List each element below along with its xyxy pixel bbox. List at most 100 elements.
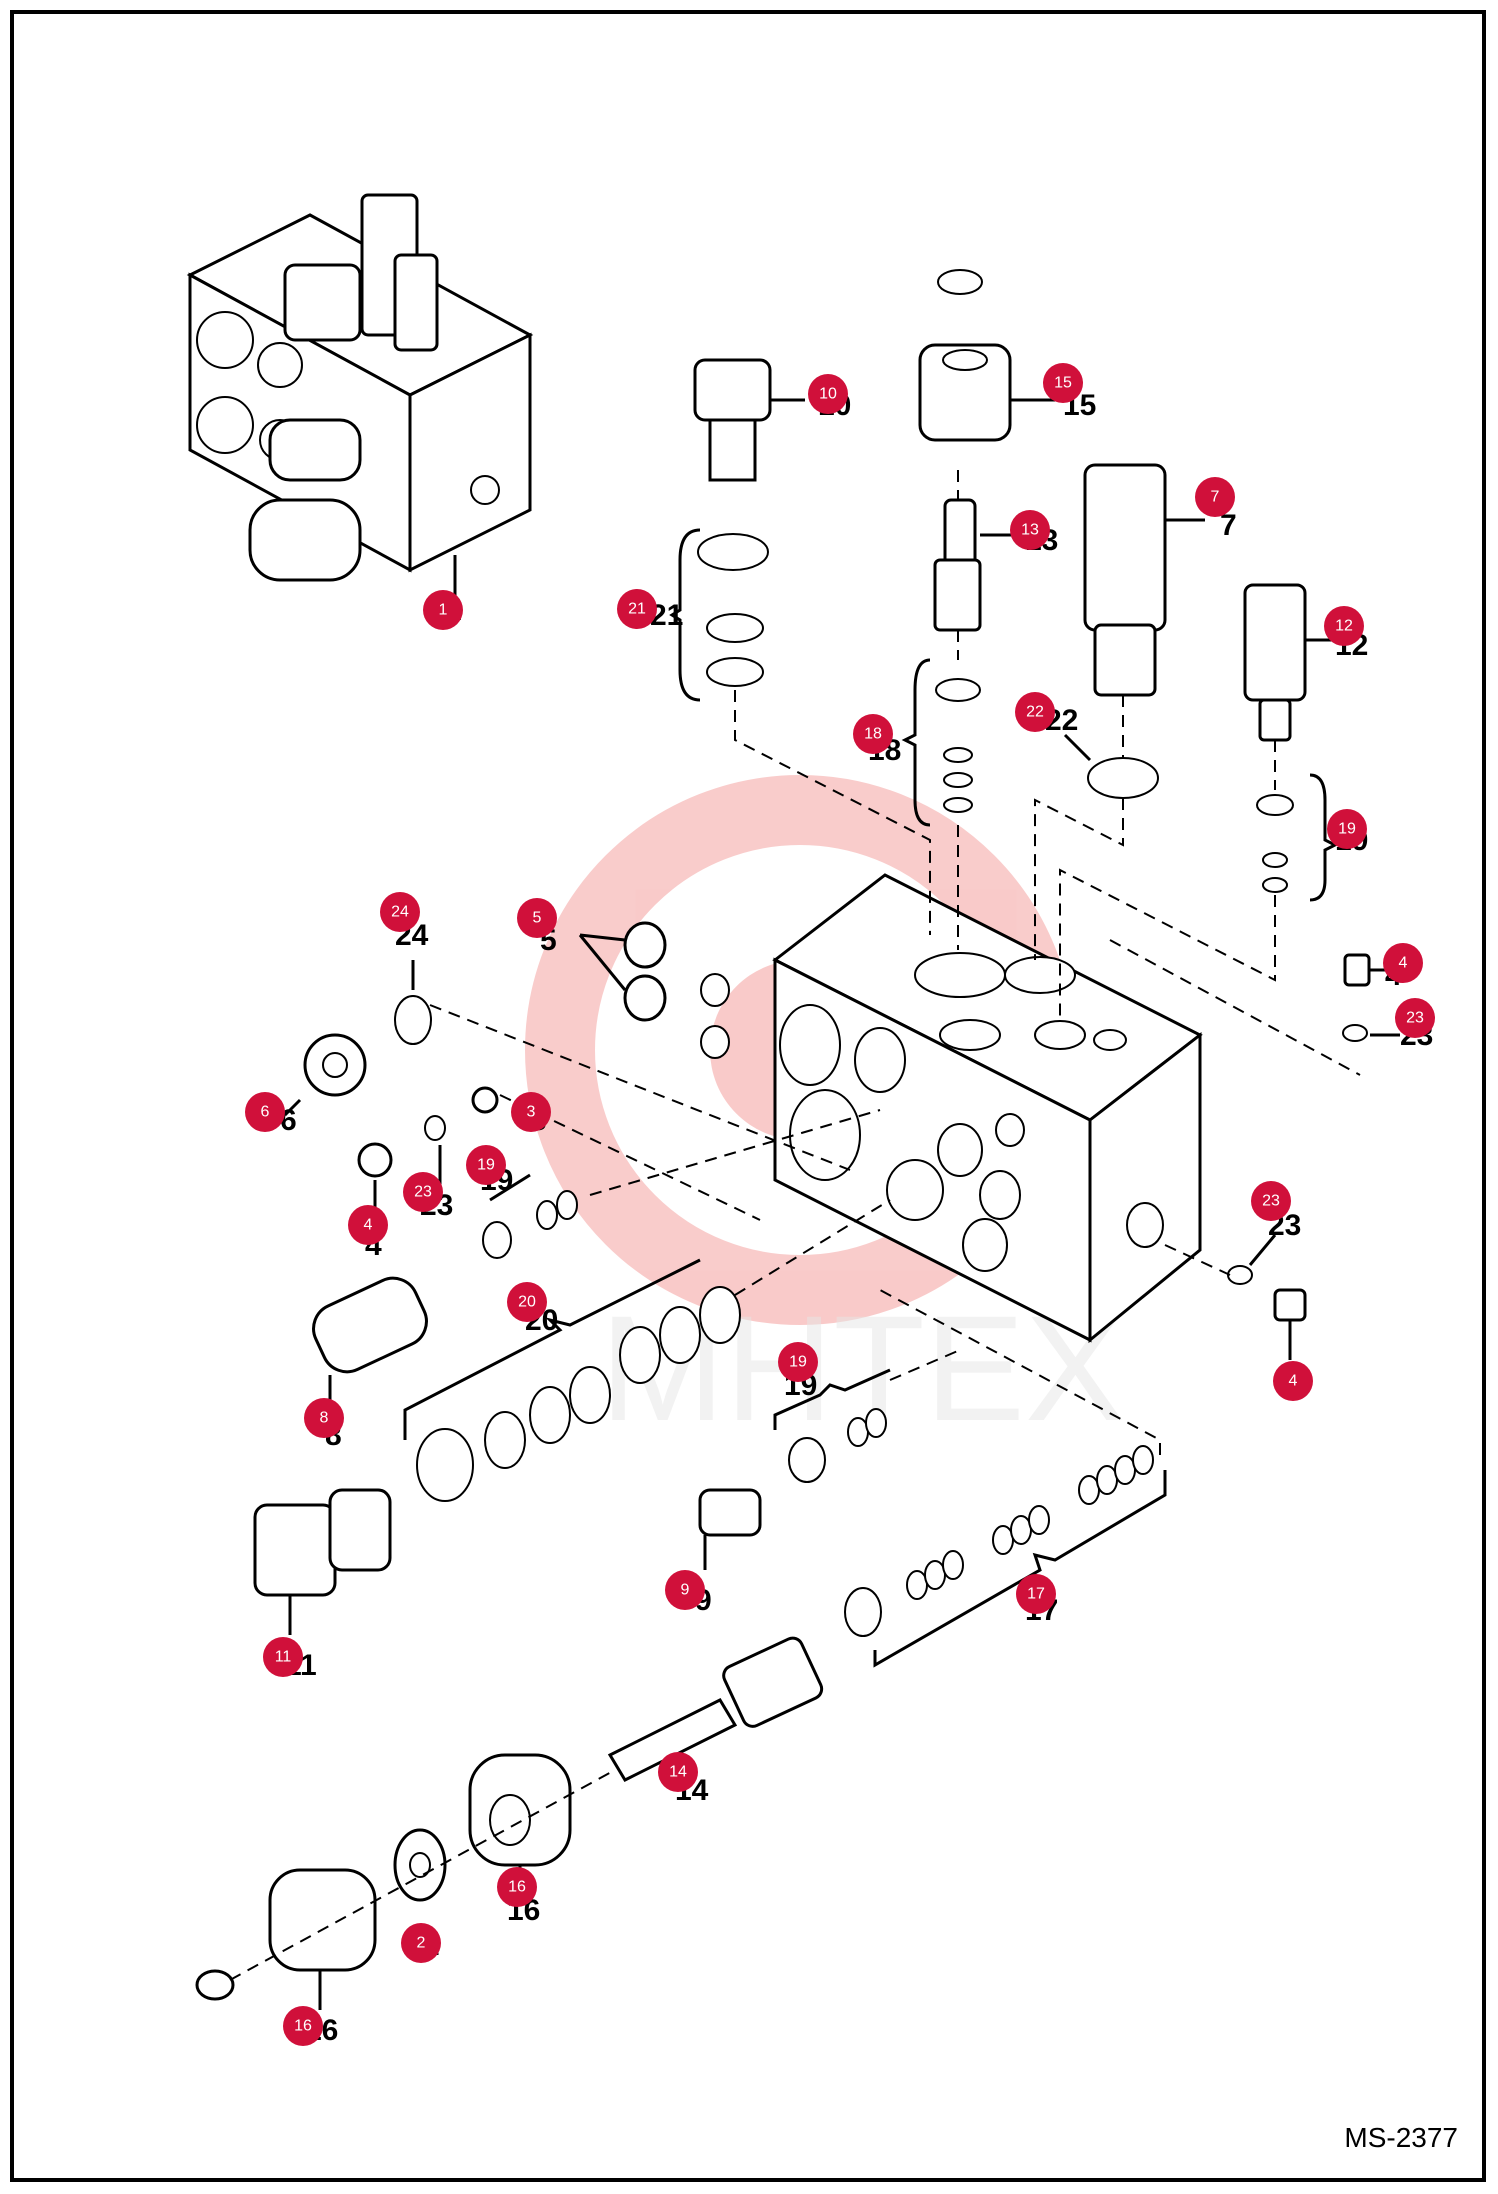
callout-22[interactable]: 22: [1015, 692, 1055, 732]
svg-text:19: 19: [1338, 821, 1356, 838]
printed-number: 7: [1220, 509, 1237, 542]
callout-4-left[interactable]: 4: [348, 1205, 388, 1245]
svg-text:21: 21: [628, 601, 646, 618]
svg-text:23: 23: [414, 1184, 432, 1201]
callout-10[interactable]: 10: [808, 374, 848, 414]
o-ring-23-left: [424, 1115, 446, 1185]
svg-text:19: 19: [477, 1157, 495, 1174]
assembled-valve-block: [186, 193, 534, 600]
svg-text:17: 17: [1027, 1586, 1045, 1603]
svg-text:16: 16: [508, 1879, 526, 1896]
callout-9[interactable]: 9: [665, 1570, 705, 1610]
callout-23-top-right[interactable]: 23: [1395, 998, 1435, 1038]
callout-4-top-right[interactable]: 4: [1383, 943, 1423, 983]
spool-14: [607, 1636, 824, 1790]
callout-14[interactable]: 14: [658, 1752, 698, 1792]
plug-4-top-right: [1343, 953, 1395, 987]
svg-text:22: 22: [1026, 704, 1044, 721]
svg-text:1: 1: [439, 602, 448, 619]
valve-12: [1243, 583, 1345, 742]
svg-text:10: 10: [819, 386, 837, 403]
valve-7: [1083, 463, 1205, 697]
callout-16-lower[interactable]: 16: [283, 2006, 323, 2046]
callout-13[interactable]: 13: [1010, 510, 1050, 550]
svg-text:24: 24: [391, 904, 409, 921]
plugs-5: [578, 921, 730, 1059]
coil-16-lower: [268, 1868, 377, 2010]
o-rings-21: [669, 528, 769, 702]
svg-text:20: 20: [518, 1294, 536, 1311]
callout-12[interactable]: 12: [1324, 606, 1364, 646]
svg-text:7: 7: [1211, 489, 1220, 506]
svg-text:4: 4: [364, 1217, 373, 1234]
callout-1[interactable]: 1: [423, 590, 463, 630]
svg-text:2: 2: [417, 1935, 426, 1952]
svg-text:16: 16: [294, 2018, 312, 2035]
plug-3: [471, 1086, 499, 1114]
o-rings-20: [403, 1258, 741, 1502]
callout-2[interactable]: 2: [401, 1923, 441, 1963]
o-rings-19-middle: [773, 1368, 891, 1483]
plug-4-right: [1273, 1288, 1307, 1360]
plug-6: [283, 1033, 367, 1117]
drawing-reference-code: MS-2377: [1344, 2122, 1458, 2153]
svg-text:11: 11: [275, 1649, 292, 1666]
svg-text:14: 14: [669, 1764, 687, 1781]
callout-5[interactable]: 5: [517, 898, 557, 938]
callout-24[interactable]: 24: [380, 892, 420, 932]
callout-6[interactable]: 6: [245, 1092, 285, 1132]
coil-16-upper: [468, 1753, 572, 1895]
svg-text:18: 18: [864, 726, 882, 743]
svg-text:12: 12: [1335, 618, 1353, 635]
o-rings-18: [901, 658, 981, 827]
plug-4-left: [357, 1142, 393, 1220]
svg-text:3: 3: [527, 1104, 536, 1121]
callout-23-right[interactable]: 23: [1251, 1181, 1291, 1221]
svg-text:19: 19: [789, 1354, 807, 1371]
callout-11[interactable]: 11: [263, 1637, 303, 1677]
coil-15: [918, 269, 1055, 442]
callout-16-upper[interactable]: 16: [497, 1867, 537, 1907]
cartridge-13: [933, 498, 1020, 632]
callout-4-right[interactable]: 4: [1273, 1361, 1313, 1401]
callout-20[interactable]: 20: [507, 1282, 547, 1322]
svg-text:6: 6: [261, 1104, 270, 1121]
assembly-lines: [229, 470, 1361, 1981]
diagram-frame: [10, 10, 1486, 2182]
o-ring-22: [1063, 733, 1159, 799]
callout-7[interactable]: 7: [1195, 477, 1235, 517]
nut: [195, 1969, 235, 2001]
svg-text:4: 4: [1399, 955, 1408, 972]
relief-valve-10: [693, 358, 805, 482]
svg-text:9: 9: [681, 1582, 690, 1599]
callout-19-left[interactable]: 19: [466, 1145, 506, 1185]
callout-17[interactable]: 17: [1016, 1574, 1056, 1614]
callout-8[interactable]: 8: [304, 1398, 344, 1438]
main-valve-block: [772, 873, 1203, 1344]
callout-21[interactable]: 21: [617, 589, 657, 629]
plug-9: [698, 1488, 762, 1570]
svg-text:13: 13: [1021, 522, 1039, 539]
callout-23-left[interactable]: 23: [403, 1172, 443, 1212]
callout-markers: 1 2 3 4 4 4 5 6 7 8 9 10 11 12 13 14 15 …: [245, 363, 1435, 2046]
o-ring-24: [394, 960, 432, 1045]
svg-text:5: 5: [533, 910, 542, 927]
callout-19-middle[interactable]: 19: [778, 1342, 818, 1382]
o-ring-23-right: [1227, 1234, 1277, 1285]
svg-text:23: 23: [1406, 1010, 1424, 1027]
o-rings-17: [844, 1445, 1167, 1668]
o-rings-19-left: [482, 1173, 578, 1259]
callout-19-right[interactable]: 19: [1327, 809, 1367, 849]
washer-2: [393, 1828, 447, 1902]
svg-text:15: 15: [1054, 375, 1072, 392]
callout-3[interactable]: 3: [511, 1092, 551, 1132]
relief-valve-11: [253, 1488, 392, 1635]
relief-valve-8: [312, 1276, 428, 1400]
svg-text:4: 4: [1289, 1373, 1298, 1390]
o-ring-23-top-right: [1342, 1024, 1400, 1042]
callout-15[interactable]: 15: [1043, 363, 1083, 403]
o-rings-19-right: [1256, 773, 1339, 902]
svg-text:23: 23: [1262, 1193, 1280, 1210]
callout-18[interactable]: 18: [853, 714, 893, 754]
svg-text:8: 8: [320, 1410, 329, 1427]
